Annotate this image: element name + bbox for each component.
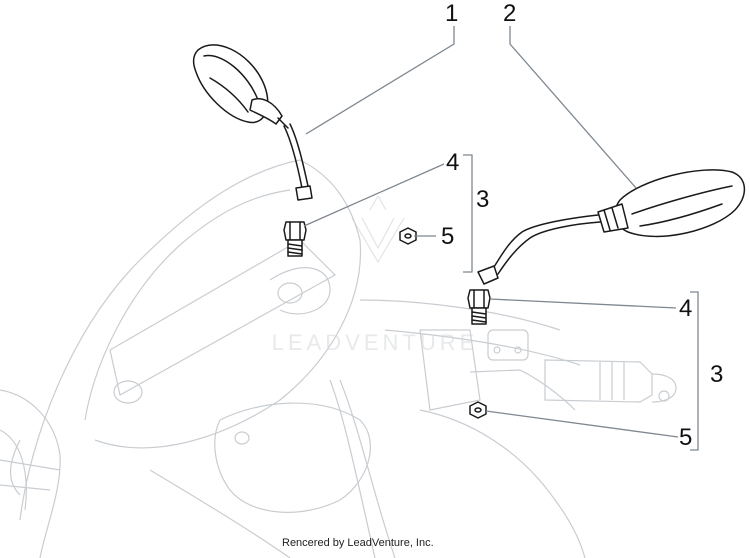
callout-5-upper: 5 <box>441 223 455 250</box>
watermark-text: LEADVENTURE <box>272 330 479 355</box>
callout-3-upper: 3 <box>476 186 490 213</box>
mirror-left <box>192 44 313 201</box>
callout-5-lower: 5 <box>679 424 693 451</box>
render-credit: Rencered by LeadVenture, Inc. <box>282 537 434 549</box>
bracket-lower <box>690 291 699 451</box>
scooter-outline <box>0 159 677 558</box>
callout-4-upper: 4 <box>446 149 460 176</box>
callout-1: 1 <box>445 0 459 27</box>
mirror-right <box>477 169 746 285</box>
nut-lower <box>469 401 487 419</box>
callout-4-lower: 4 <box>679 295 693 322</box>
callout-2: 2 <box>503 0 517 27</box>
leader-lines <box>303 26 679 438</box>
watermark: LEADVENTURE <box>272 194 479 355</box>
screw-lower <box>467 289 491 325</box>
nut-upper <box>399 227 417 245</box>
bracket-upper <box>463 154 473 273</box>
callout-3-lower: 3 <box>710 361 724 388</box>
screw-upper <box>283 221 307 257</box>
